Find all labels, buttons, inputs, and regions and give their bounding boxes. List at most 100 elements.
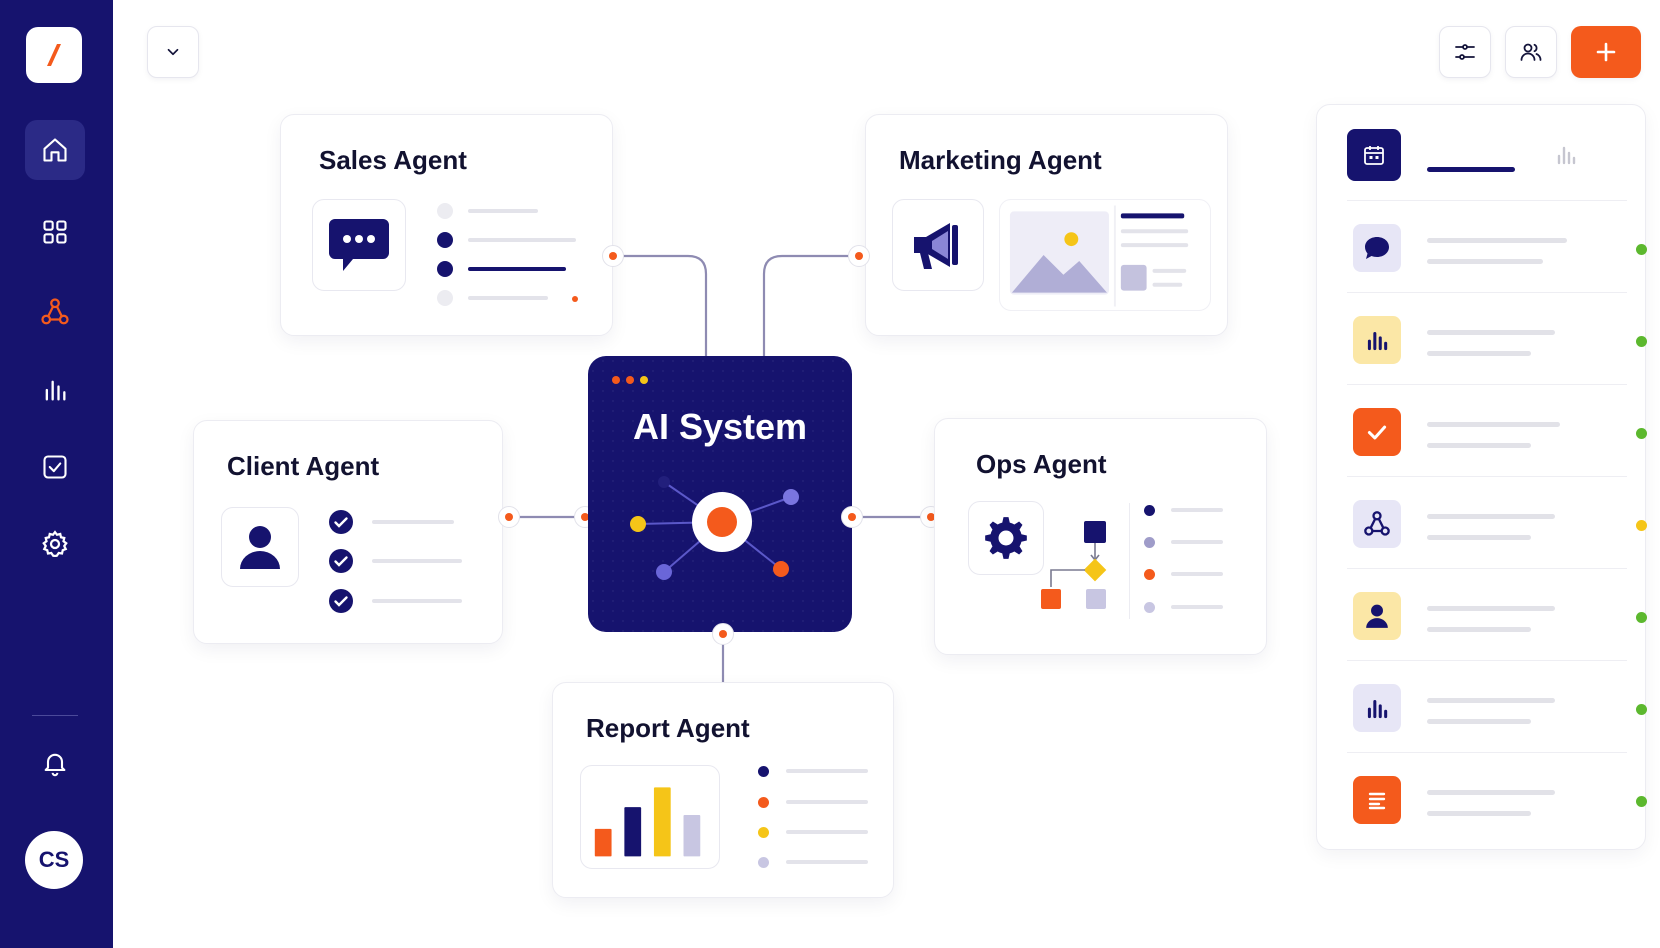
placeholder-line	[468, 296, 548, 300]
dropdown-button[interactable]	[147, 26, 199, 78]
placeholder-line-active	[468, 267, 566, 271]
client-connector[interactable]	[498, 506, 520, 528]
activity-panel	[1316, 104, 1647, 850]
nav-analytics[interactable]	[25, 360, 85, 420]
users-button[interactable]	[1505, 26, 1557, 78]
tab-calendar[interactable]	[1347, 129, 1401, 181]
sales-agent-title: Sales Agent	[319, 145, 467, 175]
network-icon	[41, 298, 69, 325]
check-circle-icon	[329, 589, 353, 613]
row-icon-box	[1353, 224, 1401, 272]
plus-icon	[1596, 42, 1616, 62]
nav-agents[interactable]	[25, 282, 85, 342]
placeholder-line	[786, 830, 868, 834]
placeholder-line	[468, 209, 538, 213]
placeholder-line	[468, 238, 576, 242]
report-agent-title: Report Agent	[586, 713, 750, 743]
placeholder-line	[786, 860, 868, 864]
nav-settings[interactable]	[25, 514, 85, 574]
users-icon	[1520, 43, 1542, 61]
placeholder-line	[1427, 238, 1567, 243]
user-icon	[240, 526, 280, 569]
nav-home[interactable]	[25, 120, 85, 180]
list-item[interactable]	[1347, 201, 1647, 293]
row-icon-box	[1353, 776, 1401, 824]
list-item[interactable]	[1347, 385, 1647, 477]
placeholder-line	[1427, 330, 1555, 335]
tab-stats[interactable]	[1553, 143, 1577, 172]
list-item[interactable]	[1347, 661, 1647, 753]
placeholder-line	[1171, 540, 1223, 544]
placeholder-line	[1427, 811, 1531, 816]
list-bullet	[437, 290, 453, 306]
hub-right-connector[interactable]	[841, 506, 863, 528]
status-dot-green	[1636, 704, 1647, 715]
row-icon-box	[1353, 592, 1401, 640]
calendar-icon	[1364, 146, 1384, 165]
client-agent-card[interactable]: Client Agent	[193, 420, 503, 644]
network-hub-icon	[630, 476, 799, 580]
window-dot	[640, 376, 648, 384]
ops-agent-card[interactable]: Ops Agent	[934, 418, 1267, 655]
list-item[interactable]	[1347, 477, 1647, 569]
gear-icon	[42, 530, 68, 558]
document-lines-icon	[1368, 792, 1386, 810]
placeholder-line	[1427, 535, 1531, 540]
nav-grid[interactable]	[25, 202, 85, 262]
marketing-icon-box	[892, 199, 984, 291]
grid-icon	[43, 220, 67, 244]
add-button[interactable]	[1571, 26, 1641, 78]
client-icon-box	[221, 507, 299, 587]
chat-bubble-icon	[329, 219, 389, 271]
list-item[interactable]	[1347, 293, 1647, 385]
row-icon-box	[1353, 684, 1401, 732]
placeholder-line	[1427, 259, 1543, 264]
marketing-agent-card[interactable]: Marketing Agent	[865, 114, 1228, 336]
placeholder-line	[1427, 422, 1560, 427]
status-dot-green	[1636, 796, 1647, 807]
row-icon-box	[1353, 316, 1401, 364]
sales-icon-box	[312, 199, 406, 291]
list-bullet	[1144, 569, 1155, 580]
report-agent-card[interactable]: Report Agent	[552, 682, 894, 898]
check-circle-icon	[329, 549, 353, 573]
list-bullet	[1144, 537, 1155, 548]
bar-chart-icon	[1367, 699, 1388, 719]
placeholder-line	[1427, 719, 1531, 724]
sales-agent-card[interactable]: Sales Agent	[280, 114, 613, 336]
list-bullet	[758, 766, 769, 777]
checkbox-icon	[43, 455, 67, 479]
placeholder-line	[1171, 572, 1223, 576]
placeholder-line	[1427, 351, 1531, 356]
active-tab-indicator	[1427, 167, 1515, 172]
nav-notifications[interactable]	[25, 733, 85, 793]
filter-button[interactable]	[1439, 26, 1491, 78]
list-bullet	[1144, 602, 1155, 613]
flowchart-icon	[1041, 521, 1107, 609]
sliders-icon	[1455, 44, 1475, 60]
avatar[interactable]: CS	[25, 831, 83, 889]
placeholder-line	[786, 800, 868, 804]
placeholder-line	[1427, 606, 1555, 611]
placeholder-line	[1427, 443, 1531, 448]
list-bullet	[1144, 505, 1155, 516]
placeholder-line	[1427, 698, 1555, 703]
chat-bubble-icon	[1365, 237, 1389, 259]
placeholder-line	[1427, 790, 1555, 795]
marketing-connector[interactable]	[848, 245, 870, 267]
list-item[interactable]	[1347, 569, 1647, 661]
list-item[interactable]	[1347, 753, 1647, 845]
nav-tasks[interactable]	[25, 437, 85, 497]
gear-icon	[985, 517, 1027, 559]
ops-agent-title: Ops Agent	[976, 449, 1107, 479]
divider	[1129, 503, 1130, 619]
ai-system-hub[interactable]: AI System	[588, 356, 852, 632]
placeholder-line	[1427, 514, 1555, 519]
status-dot-green	[1636, 244, 1647, 255]
user-icon	[1366, 604, 1388, 628]
logo[interactable]	[26, 27, 82, 83]
row-icon-box	[1353, 500, 1401, 548]
sales-connector[interactable]	[602, 245, 624, 267]
megaphone-icon	[914, 223, 958, 269]
hub-bottom-connector[interactable]	[712, 623, 734, 645]
